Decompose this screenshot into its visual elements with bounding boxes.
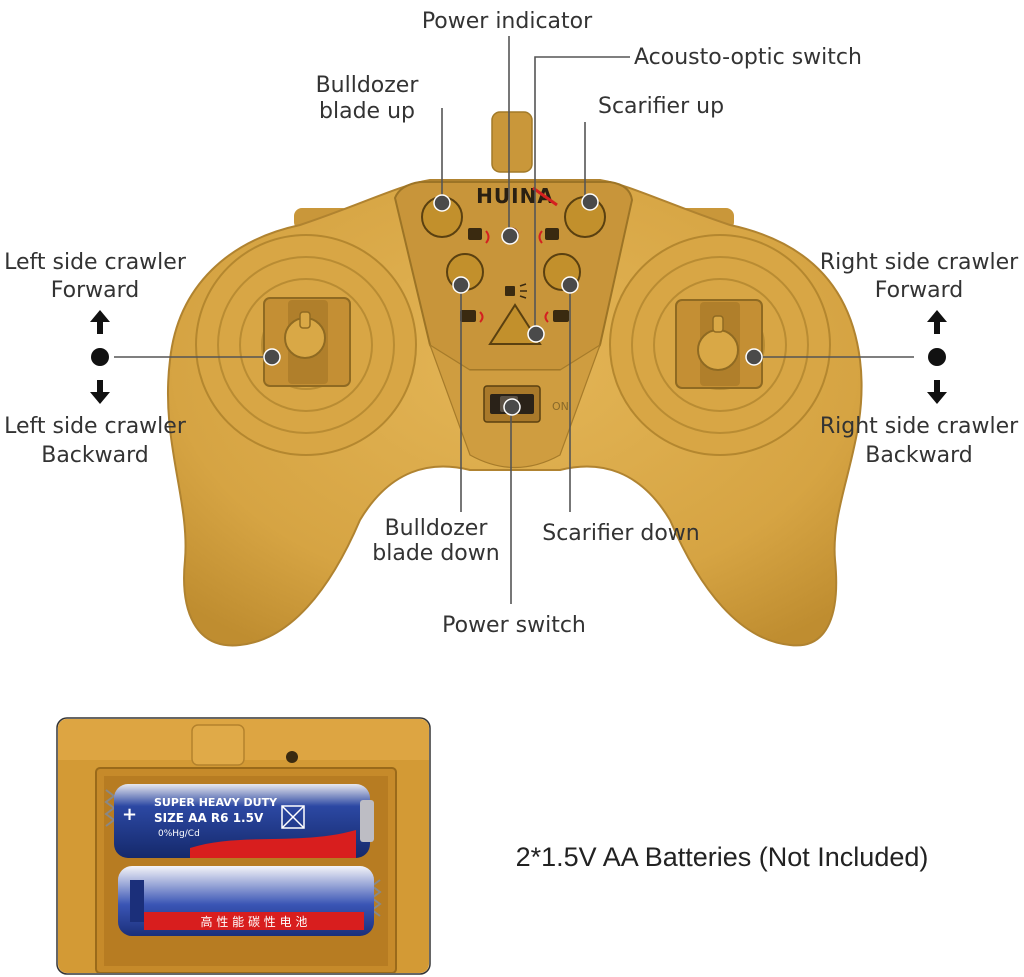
- battery-top-line2: SIZE AA R6 1.5V: [154, 811, 264, 825]
- right-forward-label-2: Forward: [875, 278, 963, 303]
- brand-logo: HUINA: [476, 184, 554, 208]
- left-backward-label-2: Backward: [41, 443, 149, 468]
- right-backward-label-1: Right side crawler: [820, 414, 1019, 439]
- left-stick[interactable]: [263, 297, 351, 387]
- battery-caption: 2*1.5V AA Batteries (Not Included): [516, 842, 929, 872]
- left-forward-label-2: Forward: [51, 278, 139, 303]
- scarifier-down-label: Scarifier down: [542, 521, 700, 546]
- blade-up-label-1: Bulldozer: [316, 73, 420, 98]
- blade-down-label-2: blade down: [372, 541, 499, 566]
- blade-up-label-2: blade up: [319, 99, 415, 124]
- battery-top-line1: SUPER HEAVY DUTY: [154, 796, 278, 809]
- panel-icons: [460, 228, 569, 323]
- left-crawler-arrows: [90, 310, 110, 404]
- left-backward-label-1: Left side crawler: [4, 414, 187, 439]
- acousto-optic-label: Acousto-optic switch: [634, 45, 862, 70]
- scarifier-up-label: Scarifier up: [598, 94, 724, 119]
- battery-top-line3: 0%Hg/Cd: [158, 829, 200, 839]
- right-stick[interactable]: [675, 299, 763, 389]
- left-forward-label-1: Left side crawler: [4, 250, 187, 275]
- power-switch-label: Power switch: [442, 613, 586, 638]
- battery-bottom: 高 性 能 碳 性 电 池: [118, 866, 374, 936]
- battery-bottom-band: 高 性 能 碳 性 电 池: [201, 914, 308, 929]
- blade-down-label-1: Bulldozer: [385, 516, 489, 541]
- battery-top: + SUPER HEAVY DUTY SIZE AA R6 1.5V 0%Hg/…: [114, 784, 374, 858]
- switch-on-label: ON: [552, 400, 569, 413]
- leader-lines: [114, 36, 914, 604]
- right-forward-label-1: Right side crawler: [820, 250, 1019, 275]
- battery-top-plus: +: [122, 804, 137, 825]
- power-indicator-label: Power indicator: [422, 9, 593, 34]
- leader-pins: [263, 193, 763, 416]
- right-crawler-arrows: [927, 310, 947, 404]
- battery-inset: + SUPER HEAVY DUTY SIZE AA R6 1.5V 0%Hg/…: [56, 717, 431, 975]
- right-backward-label-2: Backward: [865, 443, 973, 468]
